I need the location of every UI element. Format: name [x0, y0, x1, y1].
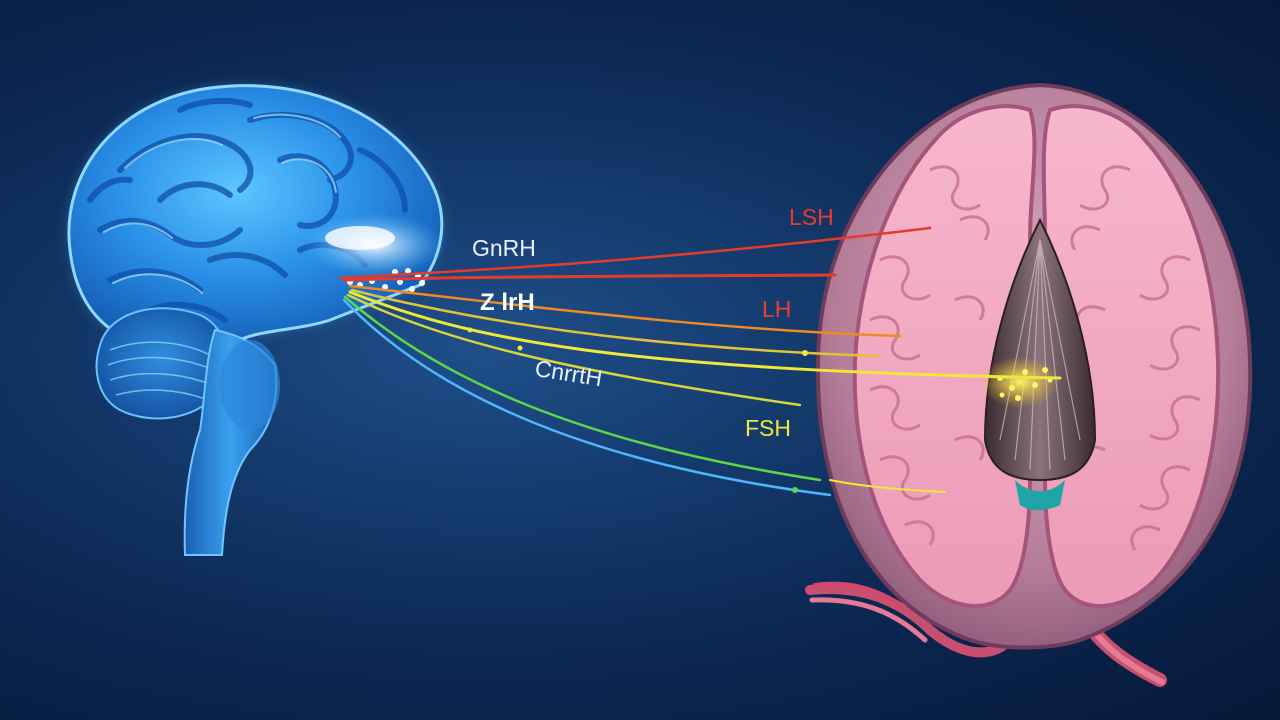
signal-line-lh — [348, 284, 902, 338]
signal-lines — [338, 226, 1062, 497]
signal-line-green — [343, 295, 822, 482]
organ-illustration — [805, 82, 1253, 687]
label-gnrh: GnRH — [472, 235, 536, 261]
signal-line-lsh — [338, 226, 932, 280]
label-fsh: FSH — [745, 415, 791, 441]
signal-line-blue — [342, 298, 832, 497]
signal-line-yellow-tail — [829, 479, 946, 493]
brain-illustration — [67, 84, 445, 556]
label-zlrh: Z lrH — [480, 289, 535, 316]
label-lh: LH — [762, 296, 792, 322]
signal-line-cnrth — [348, 290, 1062, 380]
signal-line-zlrh — [350, 288, 882, 358]
signal-line-gnrh — [343, 273, 837, 282]
label-lsh: LSH — [789, 204, 834, 230]
signal-line-fsh — [346, 293, 802, 407]
